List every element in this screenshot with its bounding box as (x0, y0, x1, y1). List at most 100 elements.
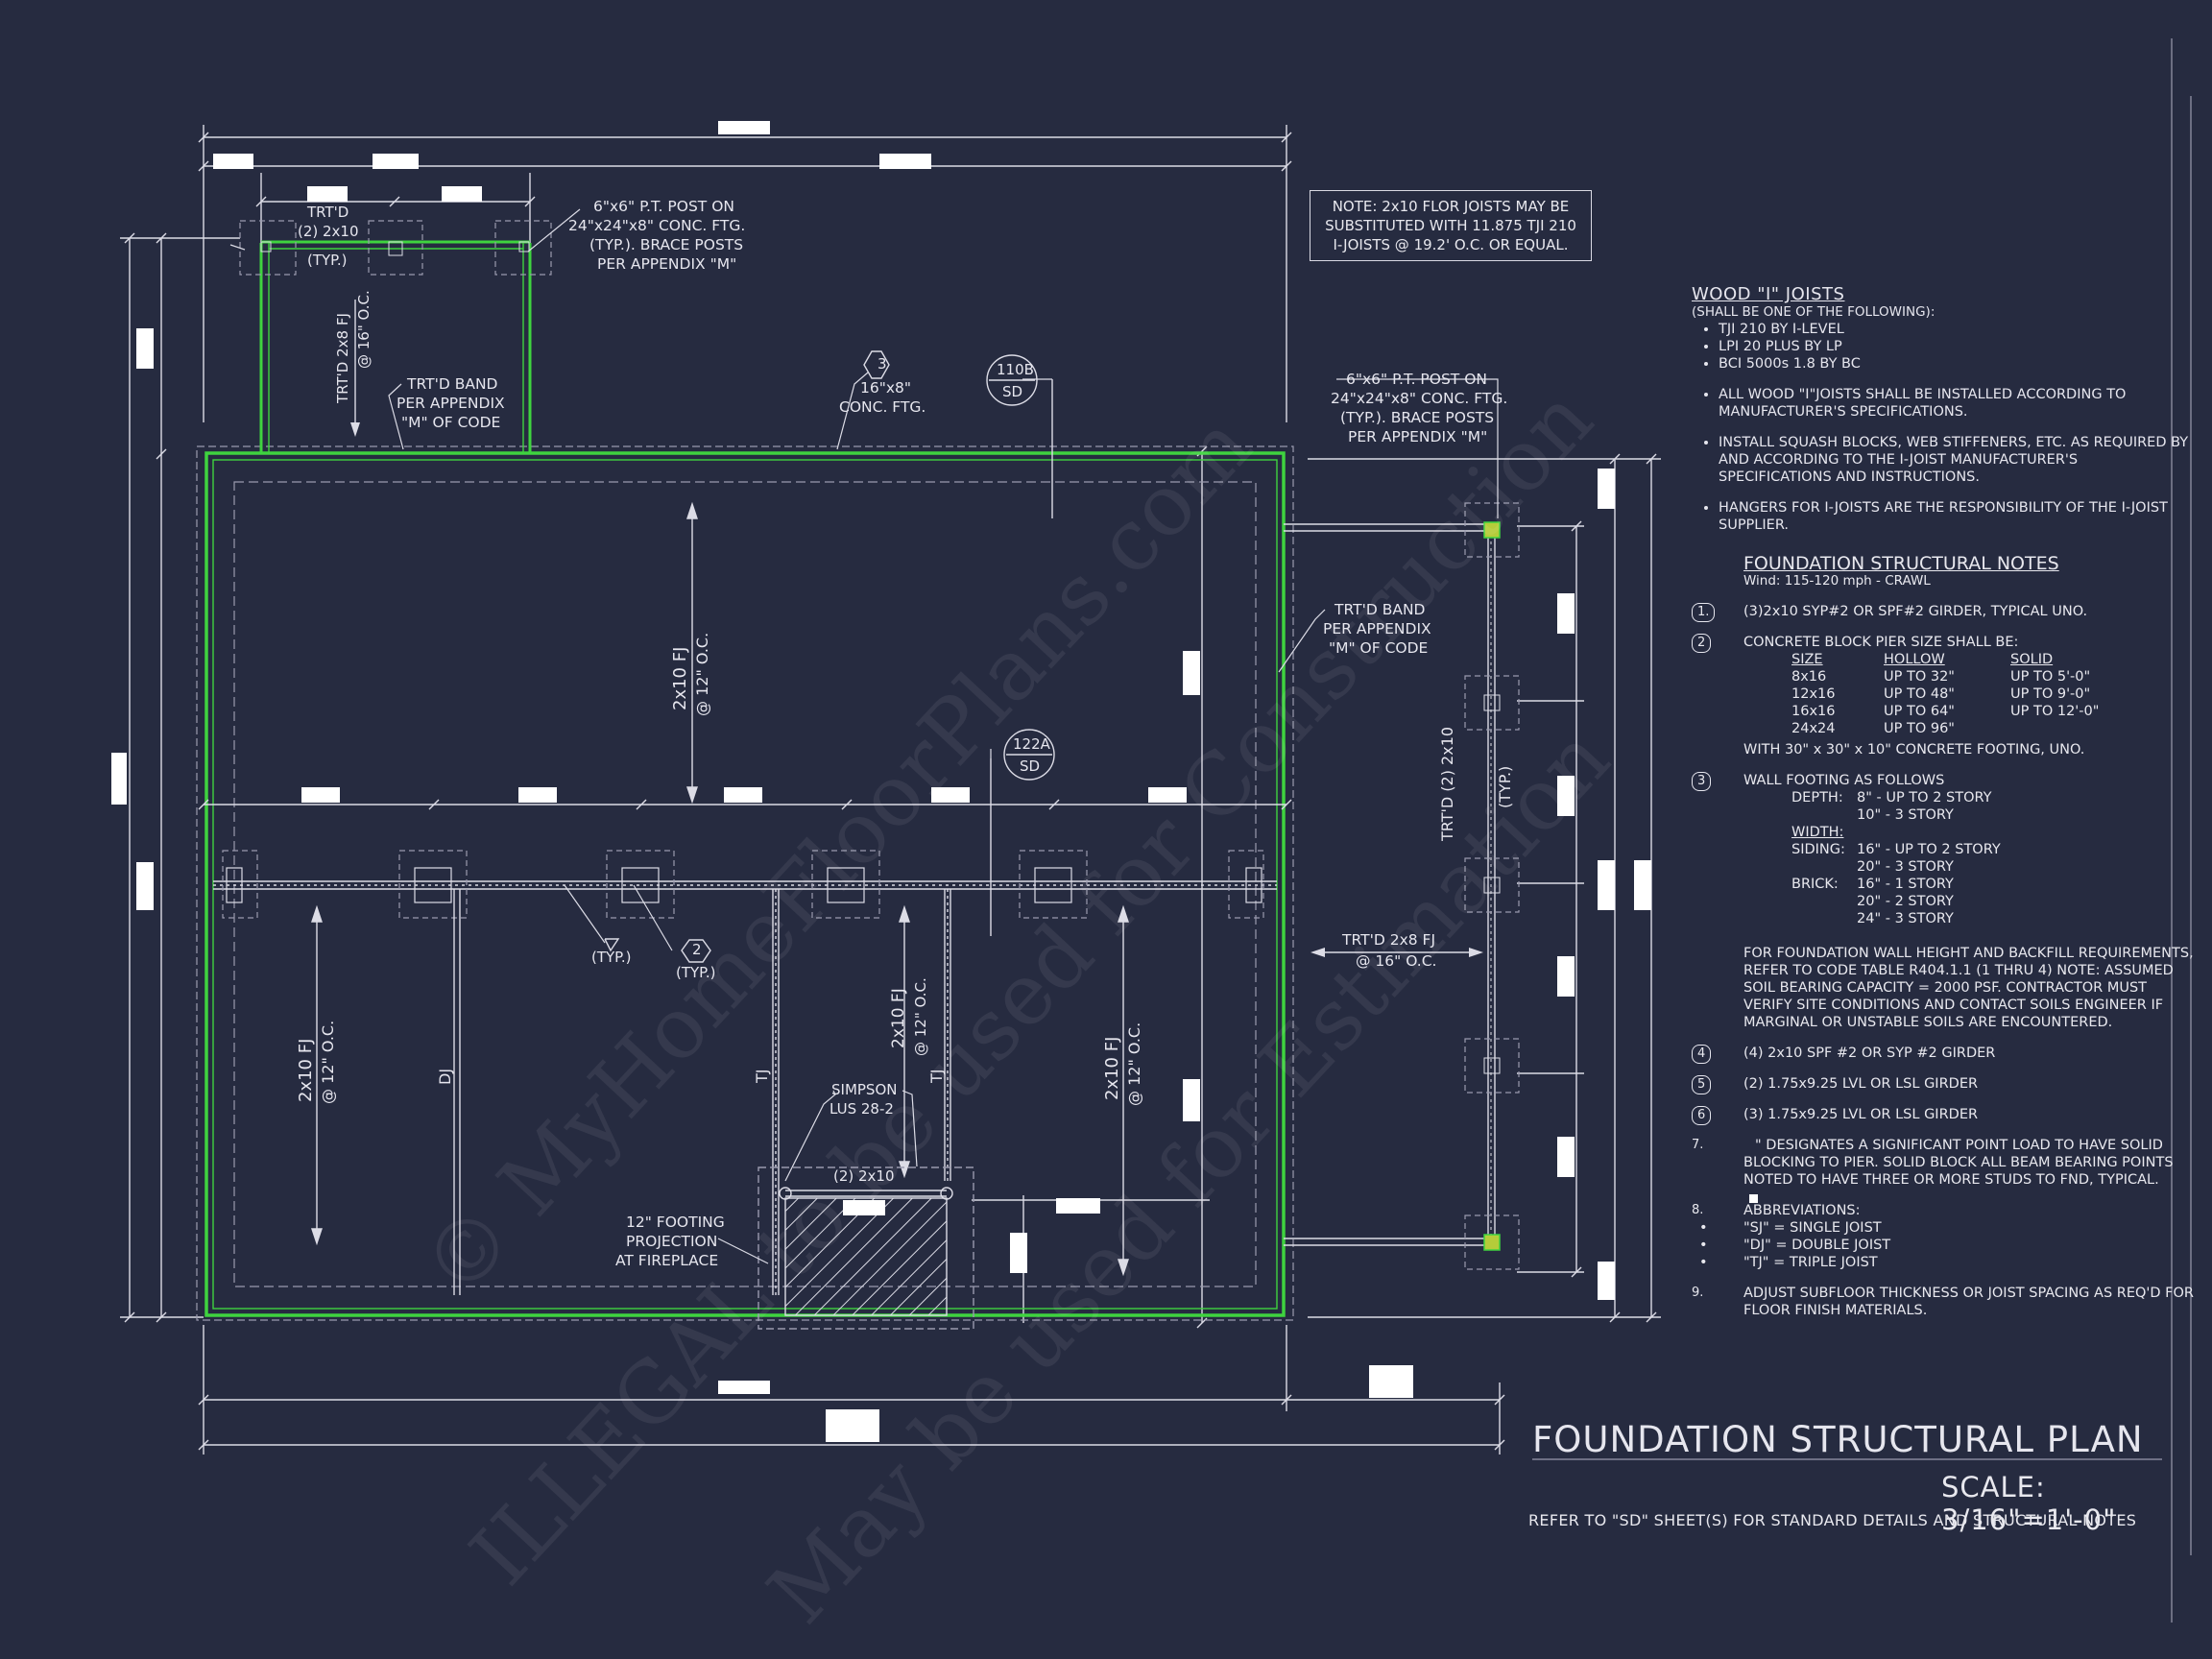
pier-head-size: SIZE (1791, 652, 1823, 667)
post-note-right-4: PER APPENDIX "M" (1348, 428, 1488, 445)
note-9-text: ADJUST SUBFLOOR THICKNESS OR JOIST SPACI… (1743, 1286, 2194, 1318)
rear-deck (1284, 502, 1520, 1270)
pier-cell: 8x16 (1791, 669, 1827, 685)
hex-2-label: 2 (692, 941, 702, 958)
band-right-1: TRT'D BAND (1334, 601, 1426, 618)
siding-1: 16" - UP TO 2 STORY (1857, 842, 2001, 857)
band-right-3: "M" OF CODE (1329, 639, 1429, 657)
brick-3: 24" - 3 STORY (1857, 911, 1954, 926)
note-5-text: (2) 1.75x9.25 LVL OR LSL GIRDER (1743, 1076, 1979, 1092)
band-note-2: PER APPENDIX (397, 395, 505, 412)
note-6-text: (3) 1.75x9.25 LVL OR LSL GIRDER (1743, 1107, 1979, 1122)
deck-beam-label: TRT'D (2) 2x10 (1438, 726, 1456, 841)
label-trtd: TRT'D (307, 204, 349, 221)
depth-2: 10" - 3 STORY (1857, 807, 1954, 823)
main-joist-spacing: @ 12" O.C. (693, 632, 711, 716)
note-line-2: SUBSTITUTED WITH 11.875 TJI 210 (1325, 217, 1576, 234)
hex-3-label: 3 (878, 355, 887, 373)
note-num-5: 5 (1692, 1075, 1712, 1094)
wood-joist-option: TJI 210 BY I-LEVEL (1719, 321, 2191, 338)
note-4: 4 (4) 2x10 SPF #2 OR SYP #2 GIRDER (1692, 1045, 2195, 1064)
wood-joist-sub: (SHALL BE ONE OF THE FOLLOWING): (1692, 304, 1936, 320)
fireplace-note-3: AT FIREPLACE (615, 1252, 719, 1269)
fireplace (757, 1166, 974, 1330)
porch-joist-spacing: @ 16" O.C. (355, 290, 373, 369)
deck-beam-typ: (TYP.) (1496, 765, 1514, 808)
note-5: 5 (2) 1.75x9.25 LVL OR LSL GIRDER (1692, 1075, 2195, 1094)
left-dimension-lines (120, 232, 240, 1323)
pier-cell: 24x24 (1791, 721, 1836, 736)
section-110b-sd: SD (1002, 383, 1023, 400)
note-num-7: 7. (1692, 1138, 1704, 1152)
section-122a-sd: SD (1020, 757, 1041, 775)
note-num-4: 4 (1692, 1045, 1712, 1064)
siding-label: SIDING: (1791, 842, 1845, 857)
bottom-dimension-lines (198, 1325, 1505, 1455)
footing-note-2: CONC. FTG. (839, 398, 926, 416)
pier-cell (2010, 720, 2116, 737)
footing-note-1: 16"x8" (860, 379, 912, 397)
post-note-top-4: PER APPENDIX "M" (597, 255, 737, 273)
band-note-3: "M" OF CODE (401, 414, 501, 431)
note-2b: WITH 30" x 30" x 10" CONCRETE FOOTING, U… (1743, 742, 2085, 757)
substitution-note: NOTE: 2x10 FLOR JOISTS MAY BE SUBSTITUTE… (1310, 190, 1592, 261)
depth-label: DEPTH: (1791, 790, 1843, 805)
brick-1: 16" - 1 STORY (1857, 877, 1954, 892)
post-note-top-3: (TYP.). BRACE POSTS (589, 236, 744, 253)
note-7-text: " DESIGNATES A SIGNIFICANT POINT LOAD TO… (1743, 1138, 2174, 1188)
note-1: 1. (3)2x10 SYP#2 OR SPF#2 GIRDER, TYPICA… (1692, 603, 2195, 622)
wall-footing-table: DEPTH: 8" - UP TO 2 STORY 10" - 3 STORY … (1791, 789, 2195, 927)
note-7: 7. " DESIGNATES A SIGNIFICANT POINT LOAD… (1692, 1137, 2195, 1189)
typ-label-a: (TYP.) (591, 949, 632, 966)
note-num-6: 6 (1692, 1106, 1712, 1125)
left-joist-label: 2x10 FJ (296, 1038, 316, 1102)
note-line-1: NOTE: 2x10 FLOR JOISTS MAY BE (1332, 198, 1570, 215)
fireplace-joist-label: 2x10 FJ (889, 988, 908, 1048)
note-2: 2 CONCRETE BLOCK PIER SIZE SHALL BE: SIZ… (1692, 634, 2195, 758)
wind-note: Wind: 115-120 mph - CRAWL (1743, 573, 1931, 589)
pier-cell: UP TO 32" (1884, 669, 1955, 685)
section-110b: 110B (997, 361, 1034, 378)
foundation-walls (196, 445, 1294, 1321)
pier-cell: UP TO 9'-0" (2010, 686, 2091, 702)
sheet-border (1532, 38, 2192, 1623)
band-right-2: PER APPENDIX (1323, 620, 1431, 637)
band-note-1: TRT'D BAND (407, 375, 498, 393)
post-note-top-1: 6"x6" P.T. POST ON (593, 198, 735, 215)
interior-beams (311, 379, 1129, 1295)
note-3: 3 WALL FOOTING AS FOLLOWS DEPTH: 8" - UP… (1692, 772, 2195, 1031)
pier-cell: UP TO 12'-0" (2010, 704, 2100, 719)
section-122a: 122A (1013, 735, 1050, 753)
right-joist-spacing: @ 12" O.C. (1125, 1022, 1143, 1106)
sheet-scale: SCALE: 3/16"=1'-0" (1941, 1471, 2117, 1536)
pier-cell: UP TO 48" (1884, 686, 1955, 702)
left-joist-spacing: @ 12" O.C. (319, 1020, 337, 1104)
note-num-8: 8. (1692, 1203, 1704, 1217)
pier-cell: UP TO 96" (1884, 721, 1955, 736)
pier-cell: UP TO 5'-0" (2010, 669, 2091, 685)
note-8-text: ABBREVIATIONS: (1743, 1203, 1861, 1218)
pier-cell: 12x16 (1791, 686, 1836, 702)
wood-joist-bullet: INSTALL SQUASH BLOCKS, WEB STIFFENERS, E… (1719, 434, 2191, 486)
brick-label: BRICK: (1791, 877, 1839, 892)
tj-label-2: TJ (927, 1069, 946, 1084)
note-8: 8. ABBREVIATIONS: •"SJ" = SINGLE JOIST •… (1692, 1202, 2195, 1271)
note-num-1: 1. (1692, 603, 1716, 622)
pier-cell: UP TO 64" (1884, 704, 1955, 719)
post-note-right-1: 6"x6" P.T. POST ON (1346, 371, 1488, 388)
top-dimension-lines (198, 125, 1292, 422)
fireplace-note-2: PROJECTION (626, 1233, 718, 1250)
right-joist-label: 2x10 FJ (1102, 1036, 1122, 1100)
note-line-3: I-JOISTS @ 19.2' O.C. OR EQUAL. (1333, 236, 1569, 253)
deck-joist-label: TRT'D 2x8 FJ (1342, 931, 1436, 949)
tj-label-1: TJ (753, 1069, 771, 1084)
abbr-1: •"SJ" = SINGLE JOIST (1699, 1220, 1882, 1236)
dimension-tags (111, 121, 1758, 1442)
fireplace-joist-spacing: @ 12" O.C. (912, 977, 929, 1056)
siding-2: 20" - 3 STORY (1857, 859, 1954, 875)
pier-cell: 16x16 (1791, 704, 1836, 719)
pier-head-hollow: HOLLOW (1884, 652, 1945, 667)
abbr-2: •"DJ" = DOUBLE JOIST (1699, 1238, 1891, 1253)
pier-head-solid: SOLID (2010, 652, 2054, 667)
simpson-1: SIMPSON (831, 1081, 898, 1098)
